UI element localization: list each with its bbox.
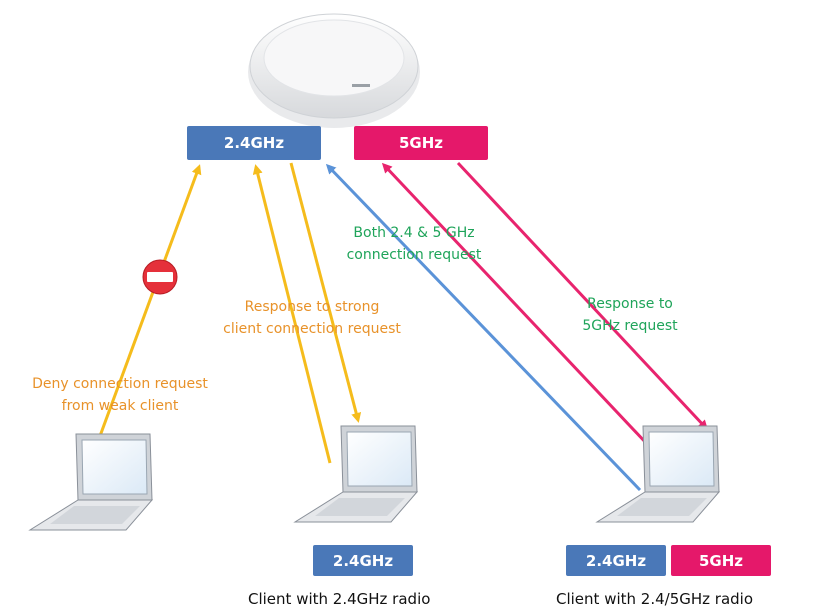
strong-response-arrow-up	[252, 164, 332, 464]
both-bands-request-line-2: connection request	[346, 247, 482, 263]
ap-band-24-badge: 2.4GHz	[187, 126, 321, 160]
response-5ghz-label: Response to 5GHz request	[560, 293, 700, 337]
response-5ghz-line-1: Response to	[587, 296, 673, 312]
laptop-icon	[28, 433, 154, 531]
strong-response-line-1: Response to strong	[244, 299, 380, 315]
strong-response-arrow-down	[289, 162, 362, 423]
deny-line-2: from weak client	[61, 398, 179, 414]
client-dual-band-5-badge: 5GHz	[671, 545, 771, 576]
both-bands-request-label: Both 2.4 & 5 GHz connection request	[330, 222, 498, 266]
strong-response-line-2: client connection request	[223, 321, 401, 337]
deny-line-1: Deny connection request	[32, 376, 208, 392]
no-entry-icon	[142, 259, 178, 295]
request-5ghz-arrow	[381, 162, 650, 447]
client-single-band-24-badge: 2.4GHz	[313, 545, 413, 576]
laptop-icon	[293, 425, 419, 523]
access-point-icon	[248, 13, 420, 128]
response-5ghz-arrow	[456, 161, 709, 431]
deny-label: Deny connection request from weak client	[2, 373, 238, 417]
laptop-icon	[595, 425, 721, 523]
both-bands-request-line-1: Both 2.4 & 5 GHz	[353, 225, 475, 241]
response-5ghz-line-2: 5GHz request	[582, 318, 678, 334]
deny-request-arrow	[98, 164, 202, 437]
client-dual-band-24-badge: 2.4GHz	[566, 545, 666, 576]
single-band-client-caption: Client with 2.4GHz radio	[248, 590, 431, 608]
dual-band-client-caption: Client with 2.4/5GHz radio	[556, 590, 754, 608]
ap-band-5-badge: 5GHz	[354, 126, 488, 160]
both-bands-request-arrow	[325, 163, 642, 492]
strong-response-label: Response to strong client connection req…	[196, 296, 428, 340]
